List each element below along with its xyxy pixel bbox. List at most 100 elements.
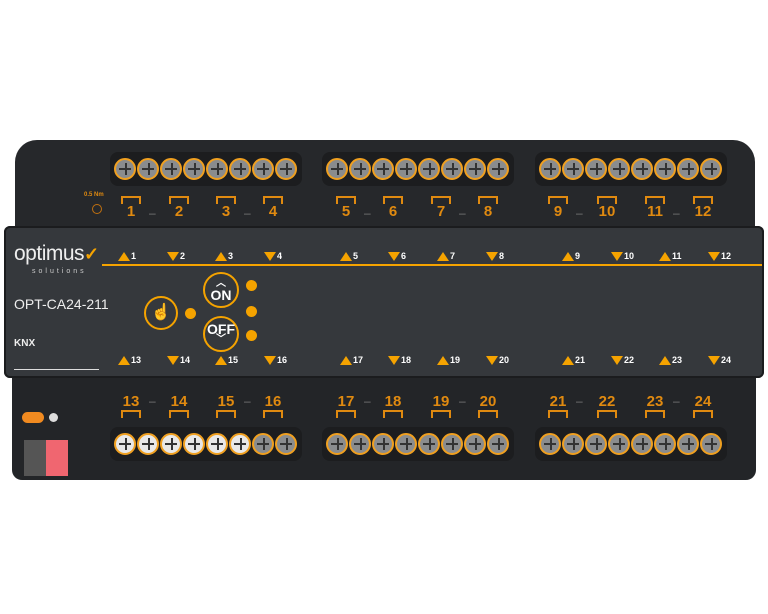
terminal-screw[interactable] (275, 433, 297, 455)
terminal-block (110, 152, 302, 186)
knx-logo: KNX (14, 338, 36, 349)
separator: – (244, 206, 251, 220)
arrow-down-icon (264, 251, 276, 261)
terminal-screw[interactable] (464, 433, 486, 455)
channel-number: 4 (277, 251, 283, 261)
terminal-screw[interactable] (395, 433, 417, 455)
model-number: OPT-CA24-211 (14, 296, 109, 312)
arrow-down-icon (611, 355, 623, 365)
arrow-down-icon (486, 251, 498, 261)
terminal-screw[interactable] (114, 433, 136, 455)
terminal-screw[interactable] (677, 158, 699, 180)
terminal-screw[interactable] (585, 433, 607, 455)
terminal-screw[interactable] (395, 158, 417, 180)
off-button[interactable]: OFF﹀ (203, 316, 239, 352)
relay-contact-icon (431, 196, 451, 204)
channel-indicator: 13 (118, 355, 141, 365)
terminal-screw[interactable] (562, 433, 584, 455)
relay-label: 2 (164, 196, 194, 220)
separator: – (364, 206, 371, 220)
relay-number: 12 (694, 203, 712, 220)
channel-indicator: 15 (215, 355, 238, 365)
terminal-screw[interactable] (487, 158, 509, 180)
relay-number: 24 (694, 393, 712, 410)
arrow-up-icon (340, 251, 352, 261)
relay-label: 15 (211, 394, 241, 418)
channel-number: 11 (672, 251, 682, 261)
relay-number: 20 (479, 393, 497, 410)
terminal-screw[interactable] (441, 158, 463, 180)
terminal-screw[interactable] (206, 158, 228, 180)
terminal-screw[interactable] (608, 158, 630, 180)
terminal-screw[interactable] (183, 158, 205, 180)
channel-indicator: 17 (340, 355, 363, 365)
channel-number: 8 (499, 251, 505, 261)
terminal-screw[interactable] (487, 433, 509, 455)
terminal-screw[interactable] (677, 433, 699, 455)
terminal-screw[interactable] (418, 158, 440, 180)
terminal-screw[interactable] (700, 158, 722, 180)
relay-number: 17 (337, 393, 355, 410)
manual-mode-button[interactable]: ☝ (144, 296, 178, 330)
terminal-screw[interactable] (206, 433, 228, 455)
terminal-screw[interactable] (349, 433, 371, 455)
channel-indicator: 6 (388, 251, 406, 261)
relay-label: 14 (164, 394, 194, 418)
separator: – (459, 394, 466, 408)
terminal-screw[interactable] (700, 433, 722, 455)
terminal-screw[interactable] (252, 158, 274, 180)
terminal-screw[interactable] (372, 158, 394, 180)
brand-sub: solutions (32, 268, 87, 275)
arrow-down-icon (167, 251, 179, 261)
relay-label: 17 (331, 394, 361, 418)
relay-number: 6 (388, 203, 398, 220)
terminal-screw[interactable] (160, 433, 182, 455)
arrow-down-icon (388, 355, 400, 365)
brand-logo: optimus✓ (14, 243, 99, 266)
on-label: ON (210, 287, 232, 303)
relay-label: 12 (688, 196, 718, 220)
terminal-screw[interactable] (229, 433, 251, 455)
terminal-screw[interactable] (326, 433, 348, 455)
terminal-screw[interactable] (137, 433, 159, 455)
terminal-screw[interactable] (418, 433, 440, 455)
relay-number: 7 (436, 203, 446, 220)
terminal-screw[interactable] (252, 433, 274, 455)
terminal-screw[interactable] (160, 158, 182, 180)
terminal-screw[interactable] (539, 158, 561, 180)
relay-number: 16 (264, 393, 282, 410)
terminal-screw[interactable] (229, 158, 251, 180)
channel-number: 5 (353, 251, 359, 261)
terminal-screw[interactable] (539, 433, 561, 455)
terminal-screw[interactable] (585, 158, 607, 180)
terminal-screw[interactable] (631, 433, 653, 455)
terminal-screw[interactable] (275, 158, 297, 180)
terminal-screw[interactable] (349, 158, 371, 180)
on-button[interactable]: ︿ON (203, 272, 239, 308)
channel-indicator: 24 (708, 355, 731, 365)
terminal-screw[interactable] (464, 158, 486, 180)
terminal-screw[interactable] (562, 158, 584, 180)
terminal-block (535, 152, 727, 186)
relay-contact-icon (693, 410, 713, 418)
terminal-screw[interactable] (137, 158, 159, 180)
relay-number: 8 (483, 203, 493, 220)
terminal-screw[interactable] (608, 433, 630, 455)
terminal-screw[interactable] (631, 158, 653, 180)
terminal-screw[interactable] (441, 433, 463, 455)
arrow-up-icon (659, 355, 671, 365)
terminal-screw[interactable] (654, 433, 676, 455)
separator: – (149, 206, 156, 220)
terminal-screw[interactable] (654, 158, 676, 180)
channel-number: 24 (721, 355, 732, 365)
arrow-up-icon (659, 251, 671, 261)
terminal-screw[interactable] (326, 158, 348, 180)
terminal-screw[interactable] (372, 433, 394, 455)
check-icon: ✓ (84, 244, 99, 264)
screwdriver-icon (92, 204, 102, 214)
status-led-3 (246, 330, 257, 341)
terminal-screw[interactable] (114, 158, 136, 180)
programming-button[interactable] (22, 412, 44, 423)
channel-number: 14 (180, 355, 191, 365)
terminal-screw[interactable] (183, 433, 205, 455)
